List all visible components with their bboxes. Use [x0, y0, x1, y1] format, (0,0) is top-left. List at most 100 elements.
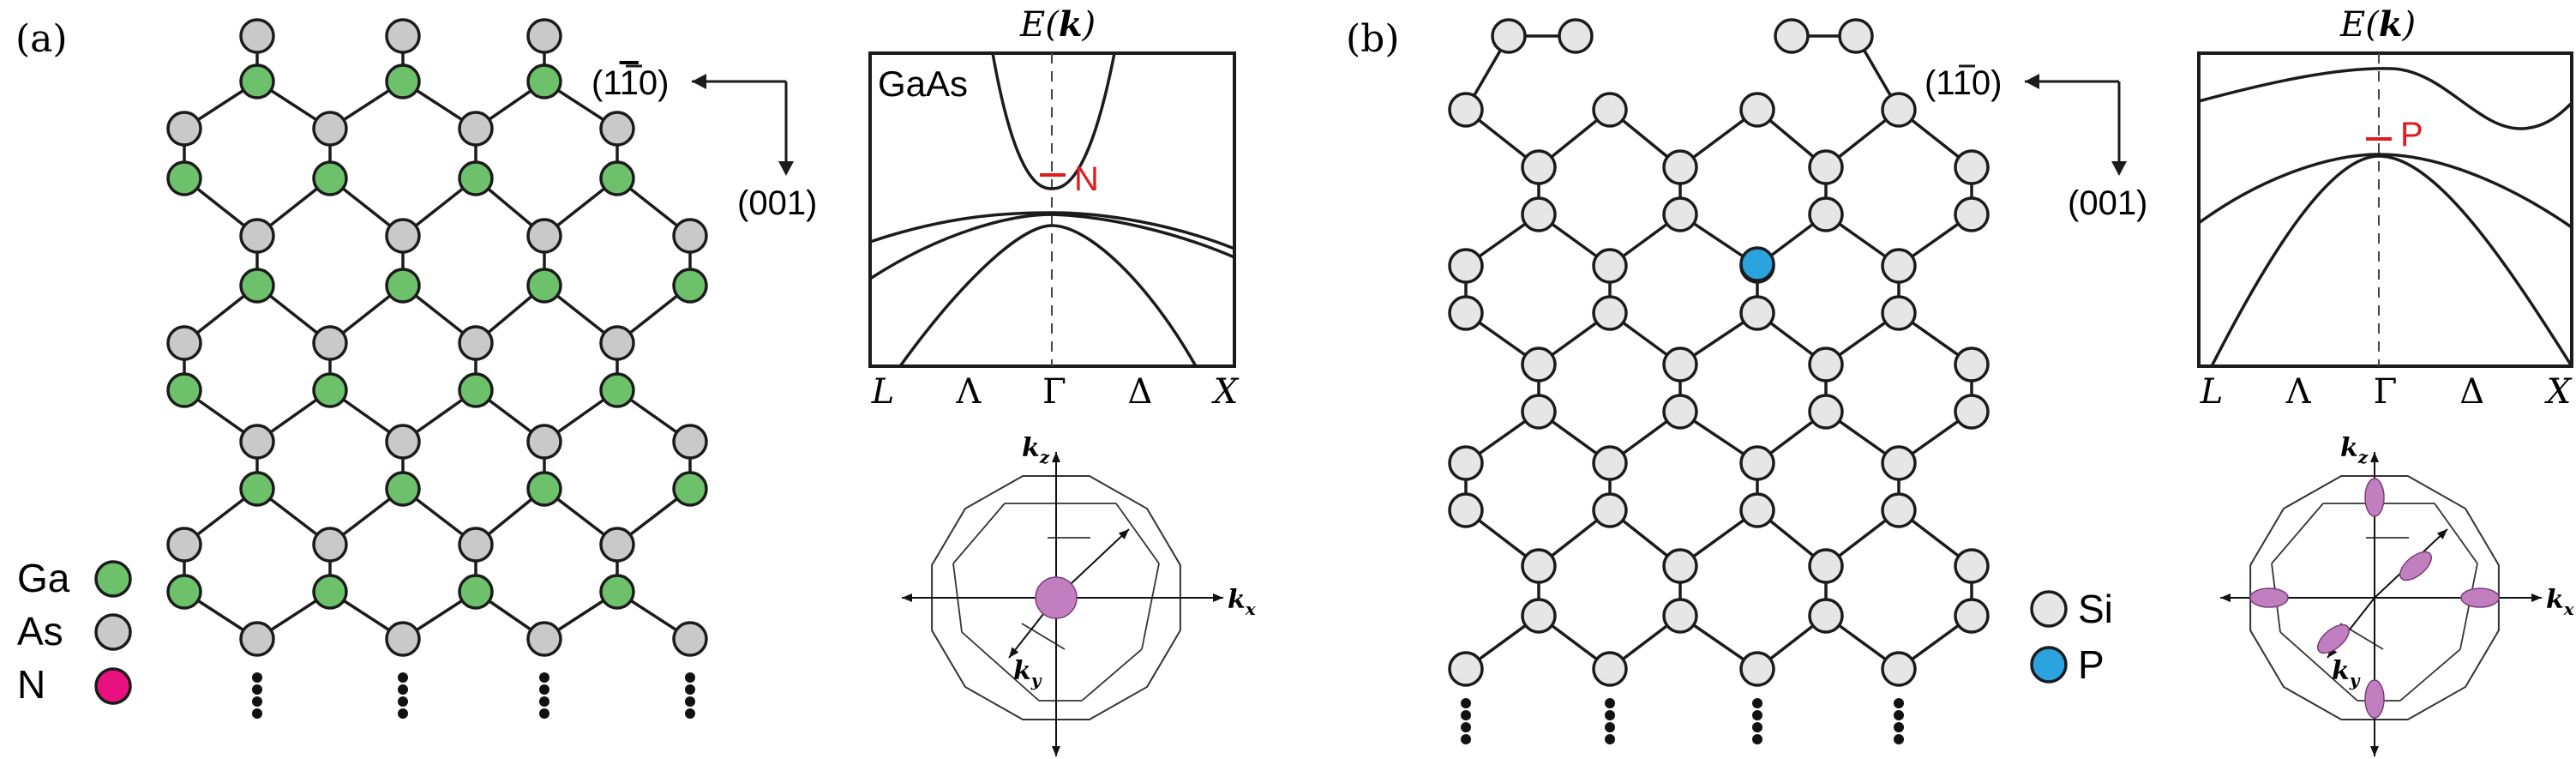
as-atom [458, 527, 494, 563]
legend-a: Ga As N [17, 556, 132, 707]
continuation-dot [1894, 734, 1904, 744]
valence-band-light-b [2210, 154, 2573, 367]
legend-ga-swatch [94, 560, 132, 598]
as-atom [526, 424, 562, 460]
kz-axis-arrowhead [1052, 452, 1060, 462]
k-tick-0: L [2200, 372, 2224, 412]
kx-axis-arrowhead [1213, 593, 1223, 602]
as-atom [599, 527, 635, 563]
si-atom [1592, 248, 1628, 284]
k-tick-3: Δ [1128, 372, 1153, 412]
conduction-band-b [2198, 67, 2573, 130]
as-atom [239, 218, 275, 254]
as-atom [166, 527, 202, 563]
si-atom [1954, 598, 1990, 634]
band-title-b: E(k) [2339, 4, 2416, 45]
si-atom [1662, 598, 1698, 634]
si-atom [1592, 492, 1628, 528]
continuation-dot [1461, 722, 1471, 732]
si-atom [1592, 651, 1628, 687]
as-atom [385, 424, 421, 460]
bz-edge [2271, 503, 2324, 564]
conduction-valley-1 [2364, 679, 2385, 719]
axis-h-label-a: (110) [591, 64, 669, 102]
si-atom [1448, 295, 1484, 331]
si-atom [1739, 92, 1775, 128]
continuation-dot [1752, 722, 1762, 732]
si-atom [1881, 445, 1917, 481]
as-atom [239, 424, 275, 460]
legend-b: Si P [2030, 587, 2113, 687]
ga-atom [312, 160, 348, 196]
k-tick-4: X [2544, 372, 2573, 412]
bz-outline [2249, 475, 2500, 720]
ga-atom [312, 372, 348, 408]
continuation-dot [1605, 710, 1615, 720]
k-tick-1: Λ [2285, 372, 2312, 412]
kz-neg-axis-arrowhead [2370, 746, 2379, 756]
k-tick-2: Γ [1042, 372, 1066, 412]
legend-si-swatch [2030, 590, 2068, 628]
kz-label: kz [2340, 433, 2369, 467]
as-atom [312, 325, 348, 361]
si-atom [1521, 394, 1557, 430]
ga-atom [166, 160, 202, 196]
si-atom [1521, 196, 1557, 232]
axis-h-arrowhead-a [692, 74, 706, 89]
legend-as-swatch [94, 613, 132, 651]
continuation-dot [1894, 698, 1904, 708]
bz-edge [1115, 503, 1160, 564]
crystal-axes-a: (110) (001) [591, 64, 817, 222]
si-atom [1808, 598, 1844, 634]
legend-si-label: Si [2078, 587, 2113, 631]
si-atom [1662, 196, 1698, 232]
continuation-dot [252, 672, 262, 683]
panel-b-tag: (b) [1346, 17, 1400, 61]
continuation-dot [1752, 710, 1762, 720]
as-atom [239, 18, 275, 54]
continuation-dot [252, 708, 262, 719]
bz-edge [961, 631, 1040, 702]
ga-atom [312, 574, 348, 610]
continuation-dot [1461, 698, 1471, 708]
ky-axis-arrowhead [1009, 647, 1019, 658]
si-atom [1521, 598, 1557, 634]
ga-atom [239, 268, 275, 304]
si-atom [1954, 149, 1990, 185]
as-atom [385, 218, 421, 254]
as-atom [385, 621, 421, 657]
ga-atom [672, 268, 708, 304]
bz-edge [952, 503, 1006, 564]
si-atom [1662, 346, 1698, 383]
k-tick-0: L [871, 372, 895, 412]
si-atom [1808, 346, 1844, 383]
si-atom [1954, 346, 1990, 383]
ga-atom [458, 574, 494, 610]
continuation-dot [539, 708, 549, 719]
ga-atom [166, 372, 202, 408]
kx-neg-axis-arrowhead [902, 593, 912, 602]
si-atom [1448, 248, 1484, 284]
legend-as-label: As [17, 609, 63, 654]
continuation-dot [539, 672, 549, 683]
si-atom [1491, 18, 1527, 54]
impurity-level-label-b: P [2400, 116, 2423, 154]
ky-neg-axis-arrowhead [2436, 529, 2447, 539]
ga-atom [458, 372, 494, 408]
bz-edge [1081, 648, 1143, 702]
si-atom [1662, 394, 1698, 430]
continuation-dot [398, 696, 408, 707]
conduction-valley-2 [2460, 587, 2500, 608]
continuation-dot [252, 684, 262, 695]
continuation-dot [685, 696, 695, 707]
as-atom [166, 325, 202, 361]
lattice-b-atoms [1448, 18, 1990, 687]
si-atom [1739, 492, 1775, 528]
si-atom [1808, 196, 1844, 232]
kz-neg-axis-arrowhead [1052, 746, 1060, 756]
kx-neg-axis-arrowhead [2220, 593, 2231, 602]
band-frame-b [2197, 51, 2573, 368]
si-atom [1448, 492, 1484, 528]
